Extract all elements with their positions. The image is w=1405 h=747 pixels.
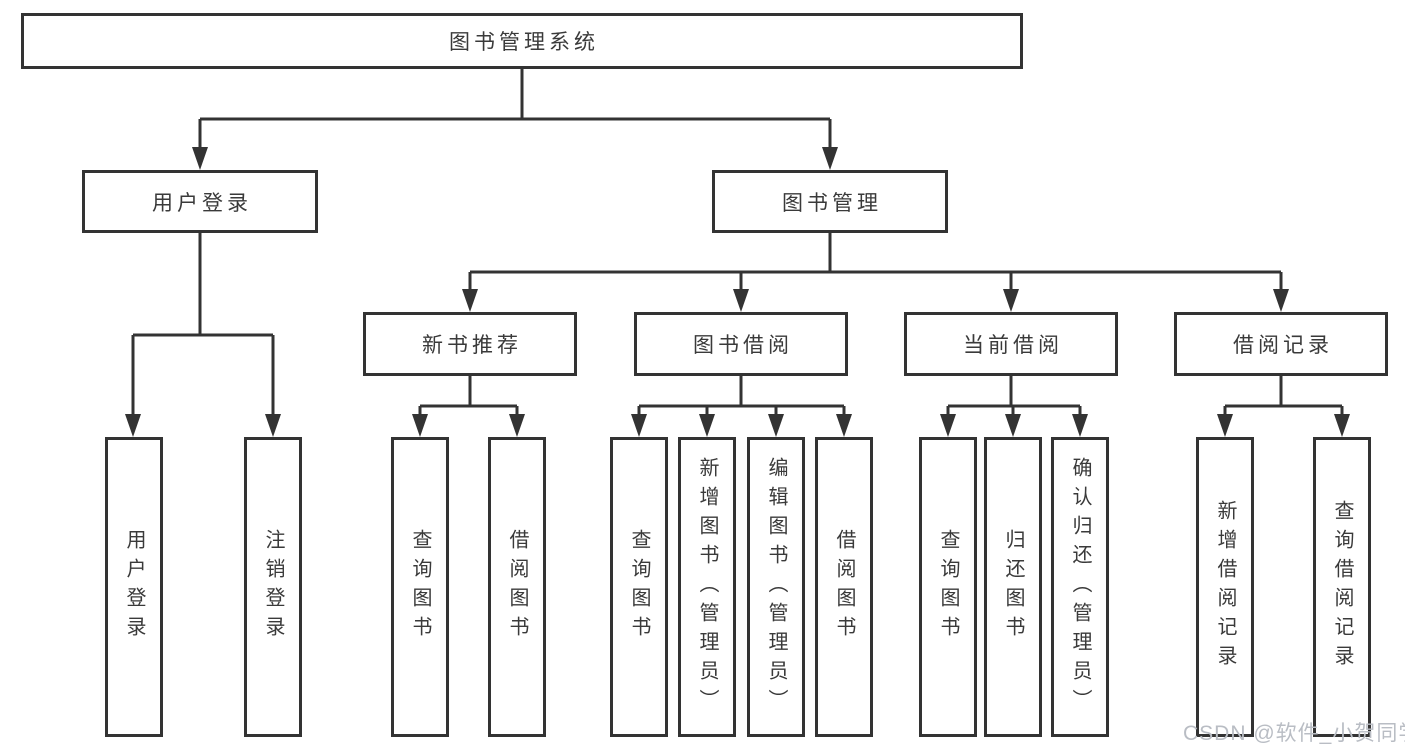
edge-currentborrow-to-leaves <box>946 376 1082 417</box>
edge-bookmgmt-to-level3 <box>468 233 1283 292</box>
leaf-borrow-books: 借阅图书 <box>815 437 873 737</box>
node-current-borrow: 当前借阅 <box>904 312 1118 376</box>
node-book-borrow-label: 图书借阅 <box>693 334 793 357</box>
leaf-user-login: 用户登录 <box>105 437 163 737</box>
node-root-label: 图书管理系统 <box>449 31 599 54</box>
node-new-book-recommend: 新书推荐 <box>363 312 577 376</box>
arrow-down-icon <box>1072 414 1088 437</box>
arrowheads <box>125 147 1350 437</box>
leaf-return-books-label: 归还图书 <box>1002 529 1024 645</box>
arrow-down-icon <box>768 414 784 437</box>
leaf-query-borrow-record-label: 查询借阅记录 <box>1331 500 1353 674</box>
leaf-query-books-borrow: 查询图书 <box>610 437 668 737</box>
leaf-edit-books-admin-label: 编辑图书（管理员） <box>765 456 787 718</box>
leaf-confirm-return-admin-label: 确认归还（管理员） <box>1069 456 1091 718</box>
leaf-query-books-current: 查询图书 <box>919 437 977 737</box>
node-user-login-label: 用户登录 <box>152 191 252 215</box>
leaf-edit-books-admin: 编辑图书（管理员） <box>747 437 805 737</box>
node-new-book-recommend-label: 新书推荐 <box>422 334 522 357</box>
arrow-down-icon <box>940 414 956 437</box>
arrow-down-icon <box>1273 289 1289 312</box>
leaf-query-books-borrow-label: 查询图书 <box>628 529 650 645</box>
leaf-query-books-recommend: 查询图书 <box>391 437 449 737</box>
arrow-down-icon <box>1217 414 1233 437</box>
tree-edges <box>131 69 1344 417</box>
node-current-borrow-label: 当前借阅 <box>963 334 1063 357</box>
arrow-down-icon <box>836 414 852 437</box>
arrow-down-icon <box>265 414 281 437</box>
arrow-down-icon <box>509 414 525 437</box>
arrow-down-icon <box>699 414 715 437</box>
node-user-login: 用户登录 <box>82 170 318 233</box>
leaf-logout-label: 注销登录 <box>262 529 284 645</box>
leaf-query-borrow-record: 查询借阅记录 <box>1313 437 1371 737</box>
arrow-down-icon <box>822 147 838 170</box>
arrow-down-icon <box>631 414 647 437</box>
edge-userlogin-to-leaves <box>131 233 275 417</box>
edge-root-to-level2 <box>198 69 832 150</box>
node-borrow-records: 借阅记录 <box>1174 312 1388 376</box>
node-root: 图书管理系统 <box>21 13 1023 69</box>
arrow-down-icon <box>412 414 428 437</box>
leaf-logout: 注销登录 <box>244 437 302 737</box>
leaf-confirm-return-admin: 确认归还（管理员） <box>1051 437 1109 737</box>
edge-records-to-leaves <box>1223 376 1344 417</box>
leaf-borrow-books-label: 借阅图书 <box>833 529 855 645</box>
arrow-down-icon <box>192 147 208 170</box>
leaf-add-borrow-record: 新增借阅记录 <box>1196 437 1254 737</box>
node-book-management-label: 图书管理 <box>782 191 882 215</box>
leaf-add-books-admin-label: 新增图书（管理员） <box>696 456 718 718</box>
edge-bookborrow-to-leaves <box>637 376 846 417</box>
edge-newbook-to-leaves <box>418 376 519 417</box>
csdn-watermark: CSDN @软件_小贺同学 <box>1183 722 1405 745</box>
leaf-query-books-current-label: 查询图书 <box>937 529 959 645</box>
leaf-borrow-books-recommend-label: 借阅图书 <box>506 529 528 645</box>
leaf-add-borrow-record-label: 新增借阅记录 <box>1214 500 1236 674</box>
arrow-down-icon <box>462 289 478 312</box>
node-book-borrow: 图书借阅 <box>634 312 848 376</box>
arrow-down-icon <box>1003 289 1019 312</box>
leaf-return-books: 归还图书 <box>984 437 1042 737</box>
arrow-down-icon <box>1005 414 1021 437</box>
node-book-management: 图书管理 <box>712 170 948 233</box>
arrow-down-icon <box>1334 414 1350 437</box>
arrow-down-icon <box>733 289 749 312</box>
leaf-user-login-label: 用户登录 <box>123 529 145 645</box>
arrow-down-icon <box>125 414 141 437</box>
node-borrow-records-label: 借阅记录 <box>1233 334 1333 357</box>
leaf-query-books-recommend-label: 查询图书 <box>409 529 431 645</box>
leaf-borrow-books-recommend: 借阅图书 <box>488 437 546 737</box>
leaf-add-books-admin: 新增图书（管理员） <box>678 437 736 737</box>
